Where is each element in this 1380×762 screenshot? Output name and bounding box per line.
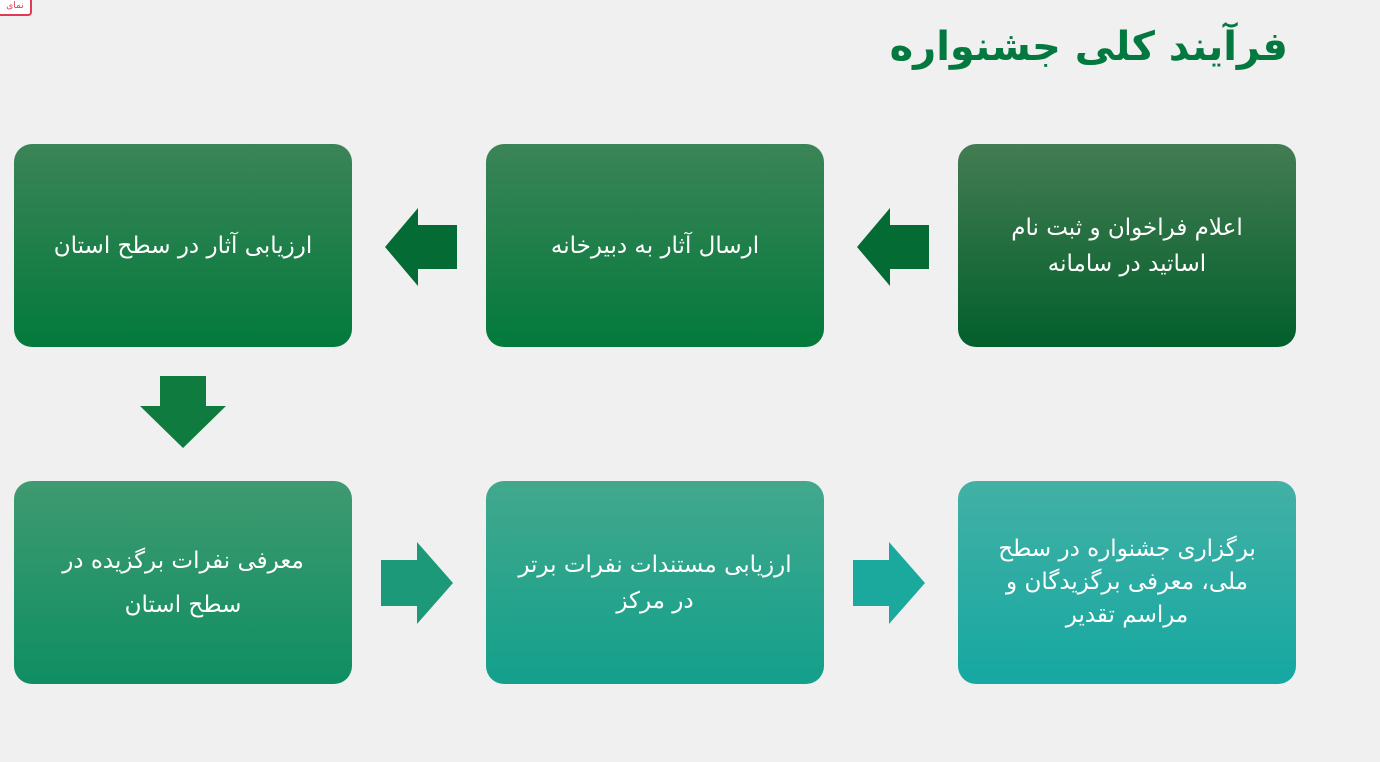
step-3-label: ارزیابی آثار در سطح استان: [53, 232, 313, 259]
step-6-box: برگزاری جشنواره در سطح ملی، معرفی برگزید…: [958, 481, 1296, 684]
corner-badge: نمای: [0, 0, 32, 16]
step-1-box: اعلام فراخوان و ثبت نام اساتید در سامانه: [958, 144, 1296, 347]
step-4-box: معرفی نفرات برگزیده در سطح استان: [14, 481, 352, 684]
step-5-label: ارزیابی مستندات نفرات برتر در مرکز: [518, 551, 792, 614]
arrow-down-icon: [140, 376, 226, 448]
step-2-box: ارسال آثار به دبیرخانه: [486, 144, 824, 347]
arrow-right-icon: [381, 542, 453, 624]
arrow-left-icon: [385, 208, 457, 286]
step-5-box: ارزیابی مستندات نفرات برتر در مرکز: [486, 481, 824, 684]
step-4-label: معرفی نفرات برگزیده در سطح استان: [62, 547, 304, 618]
step-3-box: ارزیابی آثار در سطح استان: [14, 144, 352, 347]
step-2-label: ارسال آثار به دبیرخانه: [550, 232, 760, 259]
arrow-left-icon: [857, 208, 929, 286]
step-1-label: اعلام فراخوان و ثبت نام اساتید در سامانه: [1011, 214, 1243, 277]
page-title: فرآیند کلی جشنواره: [889, 24, 1288, 70]
step-6-label: برگزاری جشنواره در سطح ملی، معرفی برگزید…: [998, 536, 1256, 628]
arrow-right-icon: [853, 542, 925, 624]
